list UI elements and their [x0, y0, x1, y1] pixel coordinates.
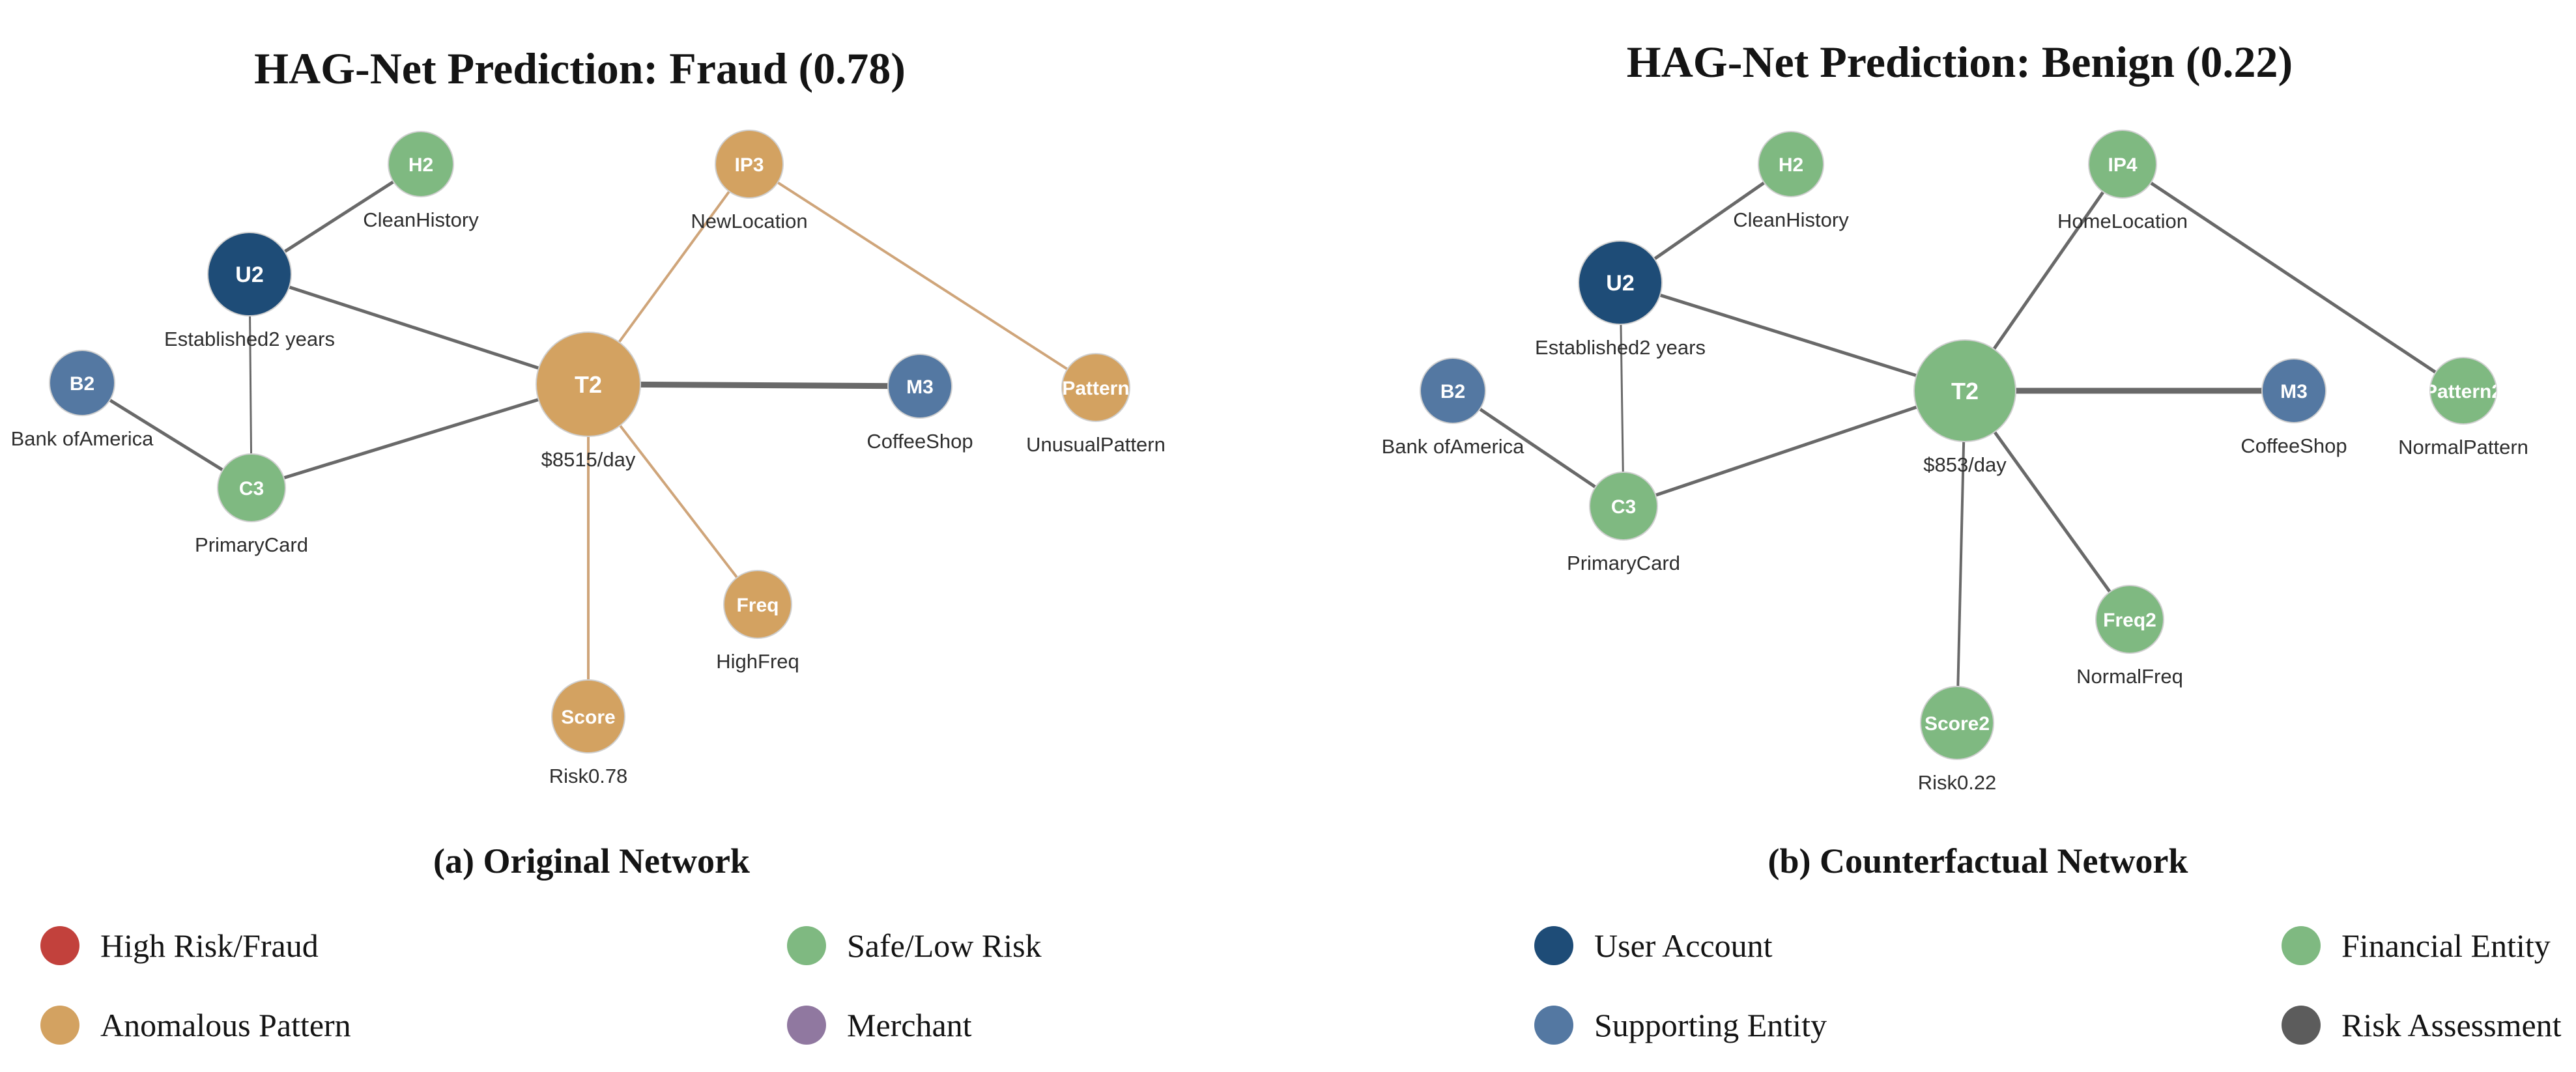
node-label-C3: PrimaryCard — [1567, 552, 1680, 574]
edge-IP4-Pattern2 — [2121, 162, 2465, 393]
node-id-Score2: Score2 — [1925, 713, 1990, 735]
legend-label-financial-entity: Financial Entity — [2341, 927, 2551, 964]
node-M3 — [2261, 358, 2326, 423]
legend-swatch-user-account — [1534, 926, 1573, 965]
node-id-H2: H2 — [408, 154, 433, 176]
node-H2 — [1758, 131, 1824, 197]
node-label-H2: CleanHistory — [1733, 208, 1849, 231]
node-id-T2: T2 — [575, 371, 602, 398]
node-C3 — [217, 453, 286, 522]
node-label-IP3: NewLocation — [691, 210, 807, 233]
node-id-M3: M3 — [2280, 381, 2308, 402]
legend-swatch-financial-entity — [2282, 926, 2321, 965]
legend-swatch-merchant — [787, 1006, 826, 1045]
edge-T2-M3 — [588, 381, 921, 389]
node-id-IP4: IP4 — [2108, 154, 2137, 176]
node-label-H2: CleanHistory — [363, 208, 479, 231]
node-label-Pattern2: NormalPattern — [2398, 436, 2528, 458]
node-label-T2: $8515/day — [541, 448, 636, 471]
node-label-Score: Risk0.78 — [549, 765, 628, 787]
panel-b-caption: (b) Counterfactual Network — [1768, 841, 2188, 881]
legend-label-safe-low-risk: Safe/Low Risk — [847, 927, 1042, 964]
node-id-B2: B2 — [70, 373, 94, 395]
node-Freq2 — [2095, 585, 2164, 654]
node-id-Score: Score — [561, 707, 615, 728]
legend-swatch-supporting-entity — [1534, 1006, 1573, 1045]
node-label-T2: $853/day — [1923, 453, 2007, 476]
node-id-B2: B2 — [1440, 381, 1465, 402]
node-id-Pattern: Pattern — [1062, 378, 1129, 399]
panel-a-caption: (a) Original Network — [433, 841, 750, 881]
legend-label-risk-assessment: Risk Assessment — [2341, 1007, 2562, 1043]
edge-IP3-Pattern — [748, 163, 1097, 389]
legend-label-high-risk-fraud: High Risk/Fraud — [100, 927, 319, 964]
legend-swatch-risk-assessment — [2282, 1006, 2321, 1045]
panel-b-title: HAG-Net Prediction: Benign (0.22) — [1627, 37, 2293, 87]
node-label-M3: CoffeeShop — [866, 430, 973, 453]
node-label-Score2: Risk0.22 — [1918, 771, 1997, 794]
legend-label-supporting-entity: Supporting Entity — [1594, 1007, 1827, 1043]
node-IP3 — [715, 130, 784, 199]
legend-label-user-account: User Account — [1594, 927, 1773, 964]
node-Score — [551, 679, 625, 754]
node-id-C3: C3 — [1611, 496, 1636, 518]
legend-label-merchant: Merchant — [847, 1007, 972, 1043]
node-IP4 — [2088, 130, 2157, 199]
edge-C3-T2 — [251, 382, 589, 490]
node-id-C3: C3 — [239, 478, 264, 500]
legend-swatch-high-risk-fraud — [40, 926, 79, 965]
node-Score2 — [1920, 686, 1994, 760]
node-B2 — [49, 350, 115, 416]
node-id-Freq: Freq — [736, 595, 779, 616]
node-id-H2: H2 — [1779, 154, 1803, 176]
node-id-Pattern2: Pattern2 — [2424, 381, 2502, 402]
node-label-B2: Bank ofAmerica — [1382, 435, 1525, 458]
node-label-B2: Bank ofAmerica — [11, 427, 154, 450]
node-label-IP4: HomeLocation — [2057, 210, 2188, 233]
legend-swatch-anomalous-pattern — [40, 1006, 79, 1045]
node-Freq — [723, 570, 792, 639]
node-id-IP3: IP3 — [734, 154, 764, 176]
edge-T2-Score2 — [1956, 390, 1966, 724]
node-T2 — [1913, 339, 2016, 442]
legend-label-anomalous-pattern: Anomalous Pattern — [100, 1007, 351, 1043]
node-label-C3: PrimaryCard — [195, 533, 308, 556]
node-Pattern — [1061, 353, 1130, 422]
node-C3 — [1589, 472, 1658, 541]
node-id-U2: U2 — [1606, 271, 1634, 296]
edge-U2-T2 — [1620, 281, 1966, 393]
node-label-Freq: HighFreq — [716, 650, 799, 673]
legend-swatch-safe-low-risk — [787, 926, 826, 965]
node-label-Freq2: NormalFreq — [2076, 665, 2183, 688]
node-H2 — [388, 131, 454, 197]
node-id-T2: T2 — [1951, 378, 1979, 404]
edge-U2-T2 — [249, 272, 589, 386]
node-id-U2: U2 — [235, 262, 263, 287]
node-T2 — [536, 331, 641, 437]
node-label-M3: CoffeeShop — [2240, 434, 2347, 457]
node-label-Pattern: UnusualPattern — [1026, 433, 1166, 456]
node-U2 — [1578, 240, 1663, 325]
panel-a-title: HAG-Net Prediction: Fraud (0.78) — [254, 44, 906, 93]
node-B2 — [1420, 358, 1486, 424]
node-M3 — [887, 354, 952, 419]
edge-C3-T2 — [1623, 389, 1966, 508]
node-label-U2: Established2 years — [164, 328, 335, 350]
node-id-Freq2: Freq2 — [2103, 610, 2156, 631]
node-Pattern2 — [2429, 357, 2497, 425]
node-U2 — [207, 232, 292, 317]
node-id-M3: M3 — [906, 376, 934, 398]
node-label-U2: Established2 years — [1535, 336, 1706, 359]
